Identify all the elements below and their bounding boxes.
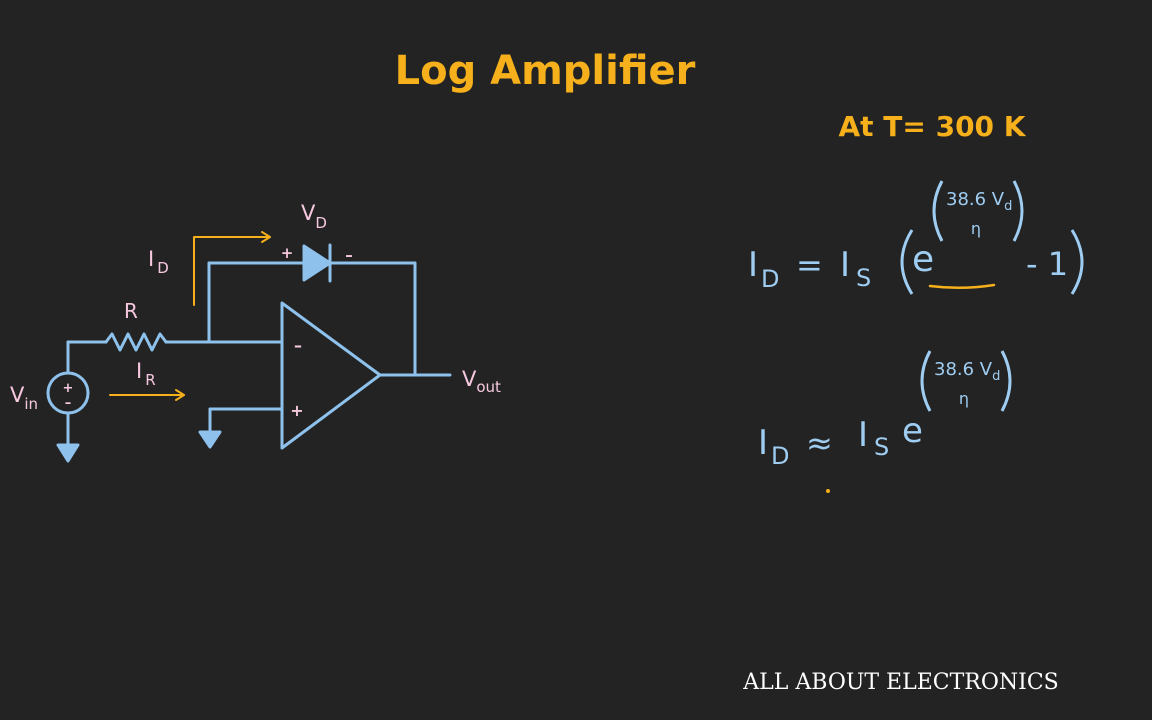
opamp-icon — [280, 301, 382, 450]
source-minus-label: – — [65, 396, 72, 411]
eq1-minus-one: - 1 — [1026, 245, 1068, 283]
current-arrows — [109, 231, 271, 401]
vd-label: VD — [301, 201, 327, 232]
ir-arrowhead — [175, 389, 185, 401]
eq1-is-main: I — [840, 245, 850, 285]
vin-label: Vin — [10, 383, 38, 413]
vin-ground-icon — [56, 443, 80, 463]
vout-sub: out — [476, 378, 501, 396]
temperature-condition: At T= 300 K — [838, 110, 1026, 143]
vin-sub: in — [24, 395, 38, 413]
eq2-exp-numerator: 38.6 Vd — [934, 359, 1000, 384]
eq2-approx: ≈ — [806, 424, 833, 462]
eq2-is-main: I — [858, 415, 868, 455]
eq2-exp-left-paren — [920, 350, 932, 412]
opamp-minus-label: – — [294, 336, 302, 355]
id-main: I — [148, 247, 154, 271]
vout-main: V — [462, 367, 477, 391]
eq1-highlight-underline — [928, 283, 996, 290]
eq1-right-paren — [1070, 229, 1084, 295]
eq1-lhs-main: I — [748, 245, 758, 285]
eq1-lhs-sub: D — [761, 265, 779, 293]
eq2-exp-denominator: η — [959, 389, 969, 408]
eq2-lhs-sub: D — [771, 442, 789, 470]
vd-sub: D — [315, 214, 327, 232]
eq2-exp-num-main: 38.6 V — [934, 359, 993, 380]
vd-main: V — [301, 201, 316, 225]
eq2-lhs-main: I — [758, 423, 768, 463]
eq1-exp-denominator: η — [971, 219, 981, 238]
eq1-left-paren — [900, 229, 914, 295]
eq1-equals: = — [796, 246, 823, 284]
ir-sub: R — [145, 371, 155, 389]
eq2-e: e — [902, 411, 923, 451]
eq1-exp-left-paren — [932, 180, 944, 242]
diode-icon — [302, 244, 332, 282]
diode-plus-label: + — [281, 244, 294, 262]
eq2-exp-right-paren — [1000, 350, 1012, 412]
id-arrowhead — [261, 231, 271, 243]
diode-minus-label: – — [345, 246, 353, 264]
eq2-exp-num-sub: d — [992, 369, 1000, 384]
vin-main: V — [10, 383, 25, 407]
channel-watermark: ALL ABOUT ELECTRONICS — [742, 670, 1059, 695]
r-label: R — [124, 299, 138, 323]
id-arrow — [193, 236, 271, 306]
eq1-exp-numerator: 38.6 Vd — [946, 189, 1012, 214]
eq1-e: e — [912, 239, 934, 280]
eq1-exp-num-main: 38.6 V — [946, 189, 1005, 210]
vout-label: Vout — [462, 367, 501, 396]
eq1-is-sub: S — [856, 264, 871, 292]
log-amplifier-circuit — [46, 243, 452, 463]
id-sub: D — [157, 259, 169, 277]
eq1-exp-right-paren — [1012, 180, 1024, 242]
eq1-exp-num-sub: d — [1004, 199, 1012, 214]
resistor-icon — [104, 332, 168, 352]
noninv-ground-icon — [198, 430, 222, 449]
ir-main: I — [136, 359, 142, 383]
slide-title: Log Amplifier — [395, 48, 696, 94]
opamp-plus-label: + — [290, 401, 303, 420]
eq2-is-sub: S — [874, 433, 889, 461]
pointer-dot — [826, 489, 830, 493]
source-plus-label: + — [63, 381, 74, 396]
